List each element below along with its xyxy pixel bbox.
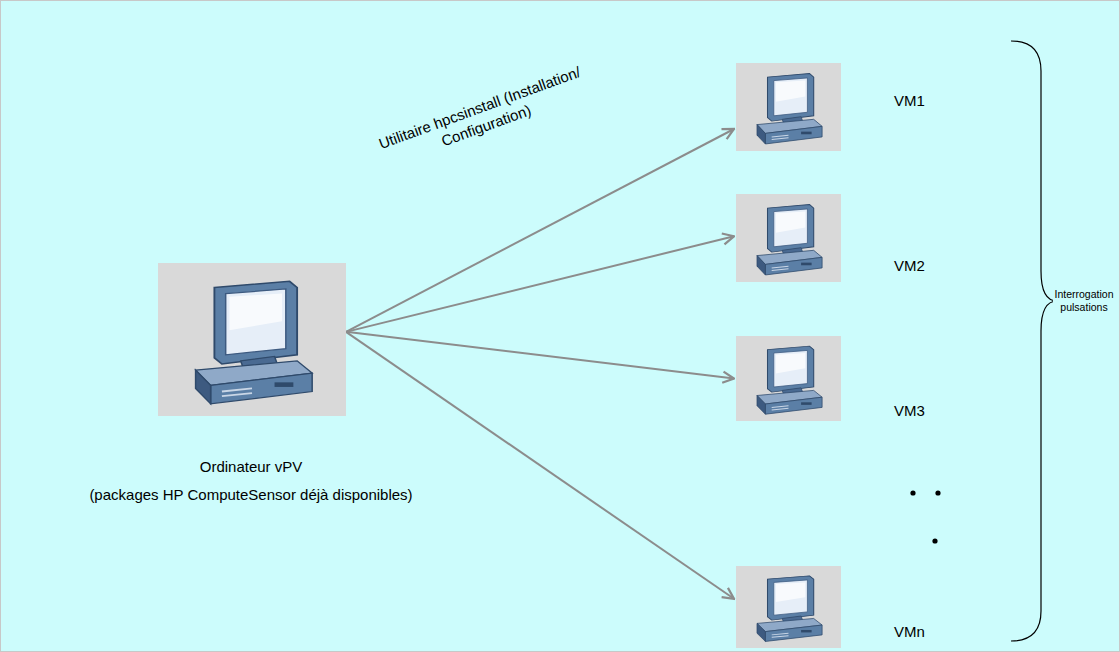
curly-bracket xyxy=(1011,41,1057,641)
computer-node: VM1 xyxy=(736,63,841,151)
computer-icon xyxy=(736,63,841,151)
arrow-connector xyxy=(346,236,734,332)
computer-name: VMn xyxy=(894,623,925,641)
computer-node: VMn xyxy=(736,566,841,648)
ellipsis-dot xyxy=(910,490,915,495)
arrow-connector xyxy=(346,129,734,332)
computer-node: Ordinateur vPV(packages HP ComputeSensor… xyxy=(158,263,346,416)
computer-node: VM2 xyxy=(736,194,841,282)
ellipsis-dot xyxy=(935,490,940,495)
computer-icon xyxy=(736,194,841,282)
edge-label: Utilitaire hpcsinstall (Installation/ Co… xyxy=(357,55,610,178)
computer-name: Ordinateur vPV xyxy=(200,458,303,476)
computer-name: VM3 xyxy=(894,402,925,420)
computer-icon xyxy=(158,263,346,416)
computer-name: VM2 xyxy=(894,257,925,275)
computer-node: VM3 xyxy=(736,336,841,421)
computer-icon xyxy=(736,566,841,648)
arrow-connector xyxy=(346,332,734,599)
computer-icon xyxy=(736,336,841,421)
ellipsis-dot xyxy=(932,538,937,543)
bracket-label: Interrogation pulsations xyxy=(1053,287,1115,315)
computer-note: (packages HP ComputeSensor déjà disponib… xyxy=(89,486,412,504)
computer-name: VM1 xyxy=(894,92,925,110)
